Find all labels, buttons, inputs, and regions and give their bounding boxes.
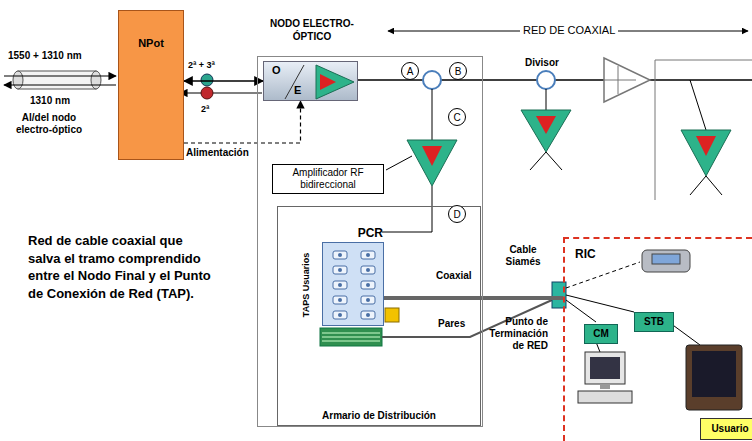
coax-drop	[432, 89, 433, 140]
cable-label: Cable Siamés	[494, 244, 552, 268]
pair-terminal-block	[320, 328, 382, 346]
cable-modem-box: CM	[584, 324, 618, 344]
optical-receiver-box: OE	[263, 61, 358, 101]
fiber-label: 2ª	[201, 104, 209, 115]
port-letter: O	[272, 64, 281, 76]
user-box: Usuario	[700, 418, 752, 440]
fiber-label: 2ª + 3ª	[188, 60, 215, 71]
fiber-connector	[201, 87, 213, 99]
device-label: STB	[635, 316, 673, 327]
region-title: RIC	[575, 247, 596, 261]
cable-label: Pares	[438, 318, 465, 330]
amplifier-core	[422, 146, 442, 166]
callout-letter: B	[449, 62, 467, 80]
amplifier-symbol	[521, 110, 571, 152]
amplifier-label: Amplificador RF bidireccional	[272, 164, 384, 194]
device-label: CM	[585, 328, 617, 339]
distribution-cabinet: Armario de DistribuciónPCRTAPS Usuarios	[277, 206, 481, 426]
cabinet-outline	[655, 60, 752, 61]
splitter-symbol	[537, 71, 555, 89]
amplifier-core	[536, 116, 556, 134]
user-premises-region: RIC CM STB Usuario	[563, 237, 752, 441]
node-art	[323, 243, 383, 325]
splitter-symbol	[423, 71, 441, 89]
vertical-label: TAPS Usuarios	[301, 243, 311, 327]
splitter-label: Divisor	[525, 57, 559, 69]
set-top-box: STB	[634, 312, 674, 332]
power-node-box: NPot	[118, 10, 184, 160]
description-text: Red de cable coaxial que salva el tramo …	[28, 232, 218, 302]
port-letter: E	[294, 84, 301, 96]
coax-drop	[546, 89, 547, 110]
wavelength-label: 1550 + 1310 nm	[8, 50, 82, 62]
telephone-icon	[642, 250, 690, 272]
leader-line	[386, 156, 412, 170]
callout-letter: D	[448, 205, 466, 223]
node-heading: NODO ELECTRO-ÓPTICO	[262, 17, 362, 43]
fiber-cable-icon	[4, 71, 116, 89]
network-span-label: RED DE COAXIAL	[520, 24, 618, 37]
splice-box	[385, 308, 399, 322]
user-label: Usuario	[701, 423, 752, 434]
computer-icon	[578, 352, 632, 403]
termination-label: Punto de Terminación de RED	[476, 316, 548, 352]
television-icon	[686, 345, 742, 410]
amplifier-symbol	[407, 140, 457, 186]
edge-label: Alimentación	[186, 147, 249, 159]
amplifier-symbol	[681, 130, 731, 176]
callout-letter: C	[448, 108, 466, 126]
wavelength-label: 1310 nm	[30, 95, 70, 107]
fiber-line	[184, 80, 263, 81]
cabinet-title: Armario de Distribución	[278, 410, 480, 421]
callout-letter: A	[401, 62, 419, 80]
panel-title: PCR	[358, 226, 383, 240]
fiber-return-line	[180, 92, 262, 93]
fiber-connector	[201, 74, 213, 86]
coax-drop	[382, 186, 432, 232]
direction-note: Al/del nodo electro-óptico	[4, 112, 94, 136]
line-amplifier	[604, 58, 650, 102]
cable-label: Coaxial	[436, 270, 472, 282]
power-feed-line	[184, 101, 301, 143]
coax-cable	[384, 296, 563, 300]
pcr-panel: PCRTAPS Usuarios	[322, 242, 384, 326]
node-title: NPot	[119, 37, 183, 49]
